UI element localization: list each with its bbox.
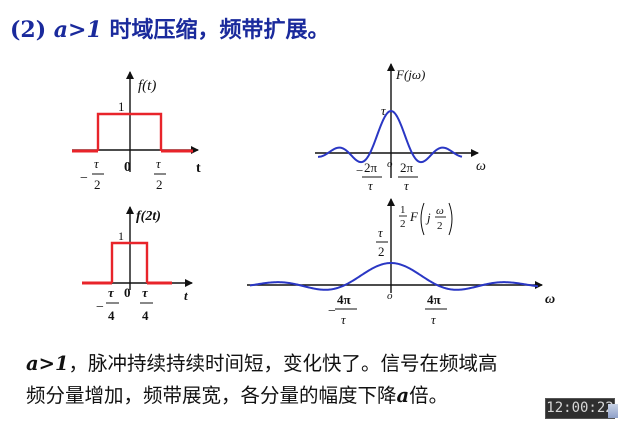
fig2-origin: o xyxy=(387,158,393,170)
fig4-label-inner-num: ω xyxy=(436,205,444,217)
fig1-axis-label: t xyxy=(196,161,201,176)
fig1-left-num: τ xyxy=(94,156,100,171)
fig4-axis-label: ω xyxy=(545,292,555,307)
fig4-label-left-paren xyxy=(420,202,425,236)
fig1-right-num: τ xyxy=(156,156,162,171)
fig4-label-frac-den: 2 xyxy=(400,218,406,230)
fig4-origin: o xyxy=(387,290,393,302)
fig4-left-sign: − xyxy=(328,304,336,319)
fig4-right-den: τ xyxy=(431,312,437,327)
video-timestamp: 12:00:22 xyxy=(545,398,615,419)
fig1-label: f(t) xyxy=(138,78,156,94)
fig3-zero: 0 xyxy=(124,285,131,300)
explanation-line1: ，脉冲持续持续时间短，变化快了。信号在频域高 xyxy=(68,352,498,375)
fig4-label-j: j xyxy=(425,210,431,225)
heading-text: 时域压缩，频带扩展。 xyxy=(101,17,330,43)
fig4-label-F: F xyxy=(409,209,419,224)
fig3-left-den: 4 xyxy=(108,308,115,323)
fig3-right-num: τ xyxy=(142,285,149,300)
fig4-left-num: 4π xyxy=(337,292,351,307)
fig4-right-num: 4π xyxy=(427,292,441,307)
fig2-label: F(jω) xyxy=(395,67,425,82)
fig2-spectrum: F(jω) τ o ω − 2π τ 2π τ xyxy=(315,63,486,193)
corner-badge xyxy=(608,404,618,418)
fig2-axis-label: ω xyxy=(476,159,486,174)
fig3-left-num: τ xyxy=(108,285,115,300)
fig1-left-sign: − xyxy=(80,171,88,186)
fig2-left-sign: − xyxy=(356,163,363,178)
fig3-label: f(2t) xyxy=(136,209,161,224)
fig4-spectrum-expanded: 1 2 F j ω 2 τ 2 o ω − 4π τ 4π τ xyxy=(247,198,555,327)
fig4-peak-den: 2 xyxy=(378,244,385,259)
fig1-right-den: 2 xyxy=(156,177,163,192)
fig4-label-right-paren xyxy=(448,202,453,236)
fig2-left-den: τ xyxy=(368,178,374,193)
fig4-left-den: τ xyxy=(341,312,347,327)
fig2-sinc-curve xyxy=(317,109,463,164)
fig4-sinc-curve xyxy=(249,261,539,291)
fig1-zero: 0 xyxy=(124,160,131,175)
fig2-peak: τ xyxy=(381,103,387,118)
fig4-label-frac-num: 1 xyxy=(400,204,406,216)
fig1-time-pulse: f(t) 1 0 t − τ 2 τ 2 xyxy=(72,71,201,192)
heading-condition: a>1 xyxy=(53,17,102,43)
fig1-one: 1 xyxy=(118,99,125,114)
fig2-left-num: 2π xyxy=(364,160,378,175)
fig4-peak-num: τ xyxy=(378,225,384,240)
fig3-right-den: 4 xyxy=(142,308,149,323)
slide-heading: (2) a>1 时域压缩，频带扩展。 xyxy=(10,12,329,44)
fig3-left-sign: − xyxy=(96,300,104,315)
fig4-label-inner-den: 2 xyxy=(437,220,443,232)
explanation-var: a xyxy=(396,384,410,407)
fig3-one: 1 xyxy=(118,229,124,243)
explanation-line2-post: 倍。 xyxy=(409,384,449,407)
fig1-pulse xyxy=(96,112,163,151)
explanation-line2-pre: 频分量增加，频带展宽，各分量的幅度下降 xyxy=(26,384,397,407)
fig3-time-pulse-compressed: f(2t) 1 0 t − τ 4 τ 4 xyxy=(82,206,193,323)
fig2-right-den: τ xyxy=(404,178,410,193)
fig1-left-den: 2 xyxy=(94,177,101,192)
fig3-axis-label: t xyxy=(184,288,188,303)
fig2-right-num: 2π xyxy=(400,160,414,175)
explanation-condition: a>1 xyxy=(26,352,69,375)
fig3-pulse xyxy=(110,241,149,283)
heading-prefix: (2) xyxy=(10,17,54,43)
explanation-text: a>1，脉冲持续持续时间短，变化快了。信号在频域高频分量增加，频带展宽，各分量的… xyxy=(26,348,616,412)
